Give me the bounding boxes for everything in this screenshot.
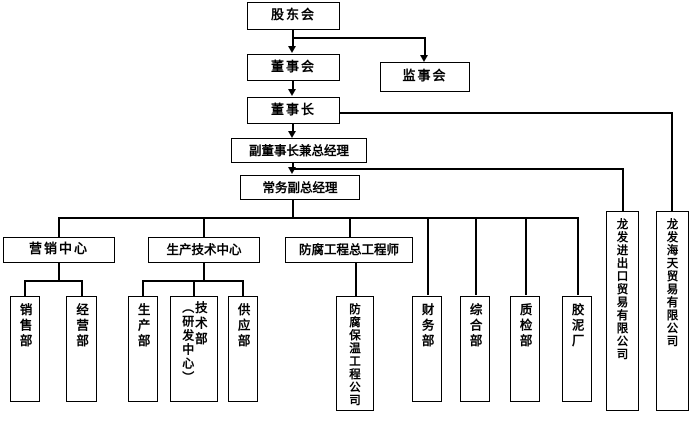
node-supply-dept-label: 供应部 [235, 303, 251, 350]
connector-prodtech-down [203, 263, 205, 281]
connector-vicechairman-to-importexport [292, 168, 623, 170]
node-general-affairs-dept[interactable]: 综合部 [460, 296, 490, 402]
arrow-to-vicechairman [288, 131, 296, 138]
node-production-tech-center[interactable]: 生产技术中心 [148, 237, 260, 263]
connector-prodtech-bus [142, 280, 243, 282]
node-production-tech-center-label: 生产技术中心 [166, 242, 242, 258]
node-board[interactable]: 董事会 [247, 54, 340, 81]
connector-main-bus [58, 217, 578, 219]
node-anticorrosion-insulation-co-label: 防腐保温工程公司 [348, 303, 363, 407]
node-board-label: 董事会 [270, 59, 316, 75]
node-sales-dept[interactable]: 销售部 [10, 296, 40, 402]
node-marketing-center-label: 营销中心 [28, 242, 89, 258]
connector-to-supervisors [424, 37, 426, 56]
node-import-export-co-label: 龙发进出口贸易有限公司 [615, 218, 630, 361]
node-quality-inspection-dept-label: 质检部 [517, 303, 533, 350]
connector-chiefengineer-to-anticorrosionco [355, 263, 357, 296]
node-chairman-label: 董事长 [270, 102, 316, 118]
connector-marketing-to-sales [24, 280, 26, 296]
node-general-affairs-dept-label: 综合部 [467, 303, 483, 350]
node-import-export-co[interactable]: 龙发进出口贸易有限公司 [606, 211, 639, 411]
connector-to-board [292, 37, 294, 47]
arrow-to-board [288, 46, 296, 53]
connector-execvice-down [292, 200, 294, 218]
node-haitian-trading-co[interactable]: 龙发海天贸易有限公司 [656, 211, 689, 411]
node-production-dept-label: 生产部 [135, 303, 151, 350]
arrow-to-execvice [288, 167, 296, 174]
node-tech-dept-main-label: 技术部 [192, 301, 208, 348]
connector-marketing-to-operations [81, 280, 83, 296]
node-exec-vice-gm[interactable]: 常务副总经理 [240, 175, 360, 200]
node-cement-plant-label: 胶泥厂 [569, 303, 585, 350]
node-cement-plant[interactable]: 胶泥厂 [562, 296, 592, 402]
node-sales-dept-label: 销售部 [17, 303, 33, 350]
connector-chairman-to-haitian [340, 112, 673, 114]
node-haitian-trading-co-label: 龙发海天贸易有限公司 [665, 218, 680, 348]
connector-bus-to-generalaffairs [475, 217, 477, 295]
connector-haitian-down [671, 112, 673, 211]
connector-shareholders-to-supervisors [292, 37, 425, 39]
node-supervisors-label: 监事会 [402, 69, 448, 85]
connector-prodtech-to-techdept [193, 280, 195, 296]
connector-bus-to-chiefengineer [349, 217, 351, 237]
node-finance-dept[interactable]: 财务部 [412, 296, 442, 402]
node-finance-dept-label: 财务部 [419, 303, 435, 350]
node-chairman[interactable]: 董事长 [247, 97, 340, 124]
connector-bus-to-finance [427, 217, 429, 295]
node-tech-dept-sub-label: （研发中心） [180, 301, 195, 385]
connector-bus-to-marketing [58, 217, 60, 237]
node-supervisors[interactable]: 监事会 [380, 62, 470, 92]
connector-vicechairman-to-execvice [292, 163, 294, 169]
connector-bus-to-quality [525, 217, 527, 295]
connector-bus-to-prodtech [203, 217, 205, 237]
node-anticorrosion-chief-engineer[interactable]: 防腐工程总工程师 [285, 237, 413, 263]
node-anticorrosion-chief-engineer-label: 防腐工程总工程师 [298, 242, 399, 258]
node-production-dept[interactable]: 生产部 [128, 296, 158, 402]
node-anticorrosion-insulation-co[interactable]: 防腐保温工程公司 [336, 296, 374, 411]
connector-marketing-bus [24, 280, 82, 282]
connector-bus-to-cementplant [577, 217, 579, 295]
node-vice-chairman-gm-label: 副董事长兼总经理 [248, 142, 349, 158]
connector-importexport-down [622, 168, 624, 211]
connector-prodtech-to-production [142, 280, 144, 296]
node-supply-dept[interactable]: 供应部 [228, 296, 258, 402]
node-quality-inspection-dept[interactable]: 质检部 [510, 296, 540, 402]
arrow-to-supervisors [420, 55, 428, 62]
connector-shareholders-down [292, 30, 294, 38]
node-operations-dept[interactable]: 经营部 [66, 296, 97, 402]
connector-board-to-chairman [292, 80, 294, 90]
connector-prodtech-to-supply [242, 280, 244, 296]
node-vice-chairman-gm[interactable]: 副董事长兼总经理 [231, 138, 367, 163]
node-tech-dept-rd-center[interactable]: （研发中心） 技术部 [170, 296, 218, 402]
node-marketing-center[interactable]: 营销中心 [3, 237, 115, 263]
node-operations-dept-label: 经营部 [74, 303, 90, 350]
node-exec-vice-gm-label: 常务副总经理 [262, 179, 338, 195]
node-shareholders-label: 股东会 [270, 8, 316, 24]
arrow-to-chairman [288, 89, 296, 96]
node-shareholders[interactable]: 股东会 [247, 2, 340, 30]
connector-marketing-down [58, 263, 60, 281]
connector-chairman-to-vicechairman [292, 124, 294, 132]
